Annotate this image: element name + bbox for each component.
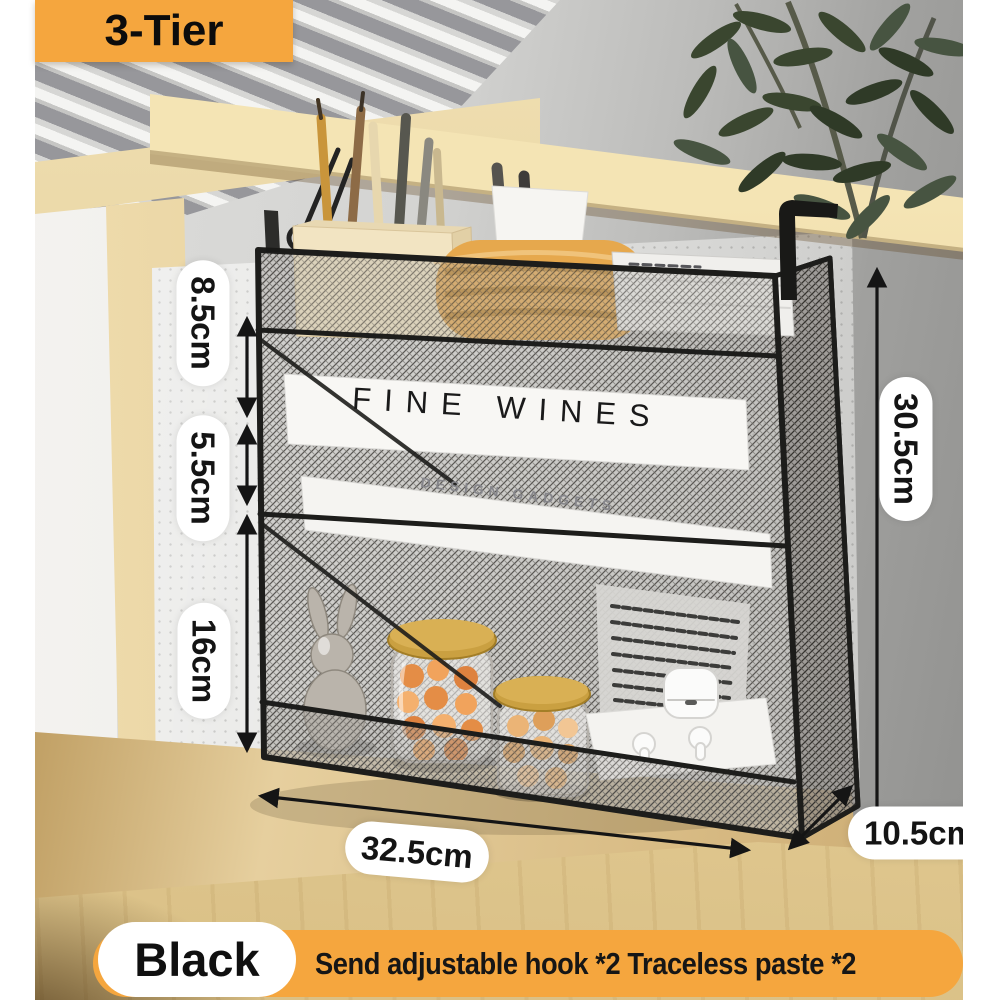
dimension-label-height: 30.5cm [879,377,933,521]
dimension-label-tier-middle: 5.5cm [176,415,230,541]
hanging-hook [779,200,838,300]
magazine-top [283,373,750,471]
organizer-rack [255,91,861,841]
left-margin [0,0,35,1000]
hanging-hook-left [264,210,280,252]
dimension-label-tier-top: 8.5cm [176,260,230,386]
arrow-width [257,787,752,859]
tier-badge: 3-Tier [35,0,293,62]
arrow-depth [787,784,854,851]
right-margin [963,0,1000,1000]
earbuds-case [632,667,719,766]
dimension-label-tier-bottom: 16cm [177,602,231,720]
dimension-arrows [236,266,888,859]
plant [671,0,975,244]
promo-text-inner: Send adjustable hook *2 Traceless paste … [315,945,857,981]
promo-text: Send adjustable hook *2 Traceless paste … [315,930,930,997]
color-option-pill: Black [98,922,296,997]
